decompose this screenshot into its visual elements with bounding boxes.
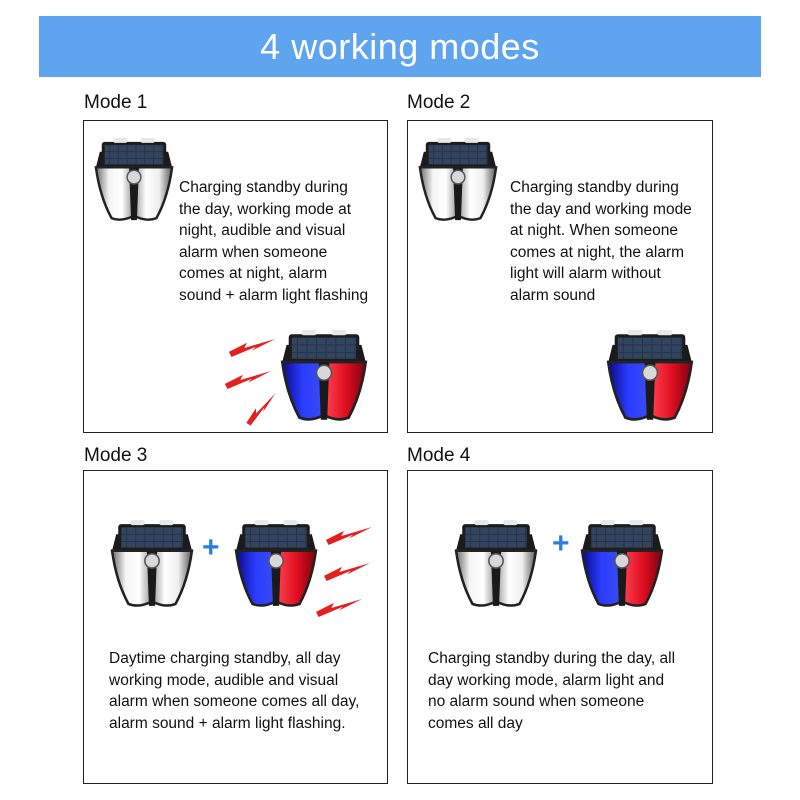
title-banner: 4 working modes bbox=[39, 16, 761, 77]
mode-1-label: Mode 1 bbox=[84, 92, 148, 113]
mode-1-description: Charging standby during the day, working… bbox=[179, 179, 369, 304]
sound-bolt-icon bbox=[224, 371, 272, 389]
mode-4-description: Charging standby during the day, all day… bbox=[428, 650, 676, 732]
solar-light-red-blue-icon bbox=[234, 518, 318, 608]
sound-bolt-icon bbox=[326, 527, 372, 545]
plus-icon: + bbox=[552, 527, 570, 560]
mode-2-panel: Charging standby during the day and work… bbox=[407, 120, 713, 433]
sound-bolt-icon bbox=[316, 599, 362, 617]
solar-light-red-blue-icon bbox=[606, 328, 694, 422]
mode-2-label: Mode 2 bbox=[407, 92, 471, 113]
sound-bolt-icon bbox=[324, 563, 370, 581]
mode-2-description: Charging standby during the day and work… bbox=[510, 179, 692, 304]
solar-light-white-icon bbox=[94, 136, 174, 222]
solar-light-white-icon bbox=[110, 518, 194, 608]
mode-4-panel: + Charging standby during the day, all d… bbox=[407, 470, 713, 784]
solar-light-red-blue-icon bbox=[280, 328, 368, 422]
mode-4-label: Mode 4 bbox=[407, 445, 471, 466]
solar-light-white-icon bbox=[418, 136, 498, 222]
solar-light-white-icon bbox=[454, 518, 538, 608]
sound-bolt-icon bbox=[228, 339, 276, 357]
solar-light-red-blue-icon bbox=[580, 518, 664, 608]
mode-3-description: Daytime charging standby, all day workin… bbox=[109, 650, 360, 732]
mode-3-label: Mode 3 bbox=[84, 445, 148, 466]
mode-3-panel: + Daytime charging standby, all day work… bbox=[83, 470, 388, 784]
page-title: 4 working modes bbox=[260, 25, 540, 67]
plus-icon: + bbox=[202, 531, 220, 564]
mode-1-panel: Charging standby during the day, working… bbox=[83, 120, 388, 433]
